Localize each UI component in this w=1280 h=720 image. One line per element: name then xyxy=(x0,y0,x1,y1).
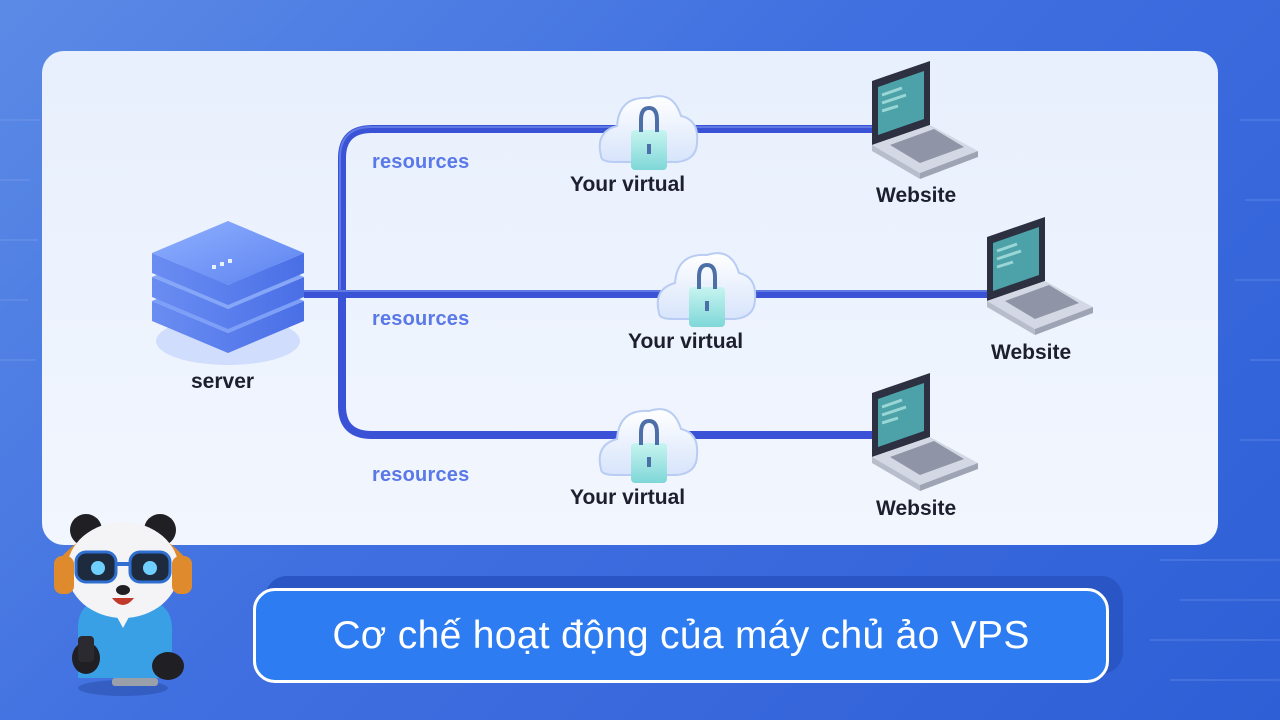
website-label: Website xyxy=(876,497,957,520)
virtual-label: Your virtual xyxy=(570,486,686,509)
laptop-icon xyxy=(872,61,978,179)
server-label: server xyxy=(191,370,255,393)
virtual-label: Your virtual xyxy=(628,330,744,353)
caption-banner: Cơ chế hoạt động của máy chủ ảo VPS xyxy=(253,588,1109,683)
cloud-lock-icon xyxy=(656,252,757,327)
vps-diagram xyxy=(152,61,1093,491)
resources-label: resources xyxy=(372,464,470,486)
cloud-lock-icon xyxy=(598,95,699,170)
laptop-icon xyxy=(987,217,1093,335)
laptop-icon xyxy=(872,373,978,491)
connection-lines xyxy=(304,125,987,439)
panda-mascot-icon xyxy=(54,514,192,696)
virtual-label: Your virtual xyxy=(570,173,686,196)
server-stack-icon xyxy=(152,221,304,365)
caption-text: Cơ chế hoạt động của máy chủ ảo VPS xyxy=(332,613,1030,657)
website-label: Website xyxy=(876,184,957,207)
website-label: Website xyxy=(991,341,1072,364)
diagram-card: server resources resources resources You… xyxy=(42,51,1218,545)
cloud-lock-icon xyxy=(598,408,699,483)
resources-label: resources xyxy=(372,151,470,173)
resources-label: resources xyxy=(372,308,470,330)
